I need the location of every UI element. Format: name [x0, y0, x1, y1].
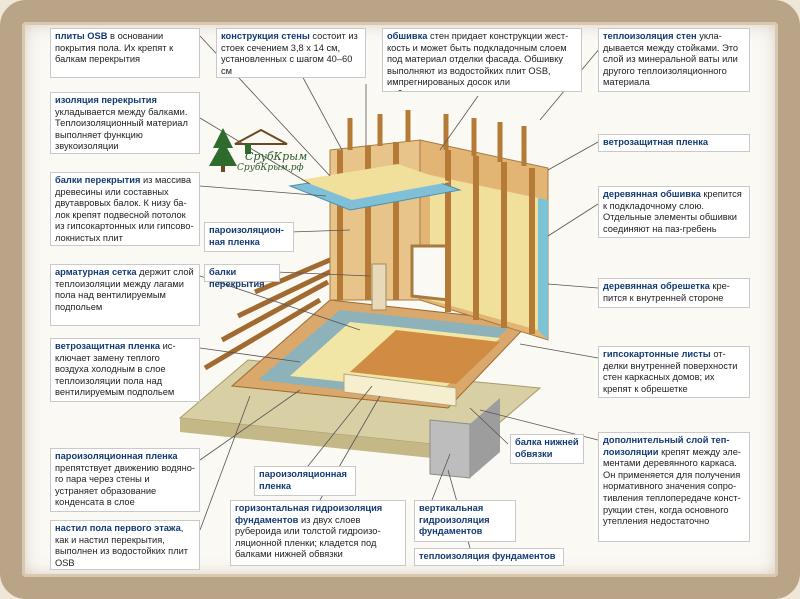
- label-wall-insulation: теплоизоляция стен укла­дывается между с…: [598, 28, 750, 92]
- upper-studs: [347, 110, 527, 166]
- brand-site: СрубКрым.рф: [237, 163, 304, 173]
- side-wall-insulation: [430, 175, 538, 330]
- floor-deck: [350, 330, 500, 384]
- foundation-wall: [429, 419, 471, 479]
- label-wall-sheathing: обшивка стен придает конструкции жест­ко…: [382, 28, 582, 92]
- label-vapor-film-floor: пароизоляционная пленка: [254, 466, 356, 496]
- label-sill-beam: балка ниж­ней обвязки: [510, 434, 584, 464]
- label-reinforcing-mesh: арматурная сетка держит слой теплоизоляц…: [50, 264, 200, 326]
- label-wall-structure: конструкция стены состоит из стоек сечен…: [216, 28, 366, 78]
- window-opening: [410, 244, 450, 302]
- label-ground-floor-deck: настил пола первого этажа, как и настил …: [50, 520, 200, 570]
- label-horizontal-waterproofing: горизонтальная гидроизоля­ция фундаменто…: [230, 500, 406, 566]
- label-foundation-insulation: теплоизоляция фундаментов: [414, 548, 564, 566]
- foundation-side: [470, 398, 500, 478]
- brand-logo: СрубКрым СрубКрым.рф: [205, 122, 315, 178]
- label-wood-lathing: деревянная обрешетка кре­пится к внутрен…: [598, 278, 750, 308]
- ceiling-insulation: [300, 164, 450, 200]
- label-vertical-waterproofing: вертикальная гидроизоляция фундаментов: [414, 500, 516, 542]
- interior-post: [371, 263, 387, 311]
- label-wind-film-floor: ветрозащитная пленка ис­ключает замену т…: [50, 338, 200, 402]
- label-vapor-film-wall: пароизоляционная пленка препятствует дви…: [50, 448, 200, 512]
- tree-house-icon: [209, 128, 288, 172]
- side-wall-wind-film: [538, 198, 548, 340]
- label-additional-insulation: дополнительный слой теп­лоизоляции крепя…: [598, 432, 750, 542]
- label-gypsum-boards: гипсокартонные листы от­делки внутренней…: [598, 346, 750, 398]
- wall-base-insulation: [343, 373, 457, 407]
- label-vapor-film-ceiling: пароизоляцион­ная пленка: [204, 222, 294, 252]
- label-ceiling-joists: балки перекрытия из мас­сива древесины и…: [50, 172, 200, 246]
- label-floor-joists: балки перекрытия: [204, 264, 280, 289]
- brand-name: СрубКрым: [245, 150, 308, 163]
- label-ceiling-insulation: изоляция перекрытия укладывается между б…: [50, 92, 200, 154]
- label-wood-siding: деревянная обшивка кре­пится к подкладоч…: [598, 186, 750, 238]
- label-wind-film-wall: ветрозащитная пленка: [598, 134, 750, 152]
- label-osb-floor-plates: плиты OSB в основании покры­тия пола. Их…: [50, 28, 200, 78]
- leader-lines: [199, 35, 601, 549]
- ground-front: [180, 418, 470, 462]
